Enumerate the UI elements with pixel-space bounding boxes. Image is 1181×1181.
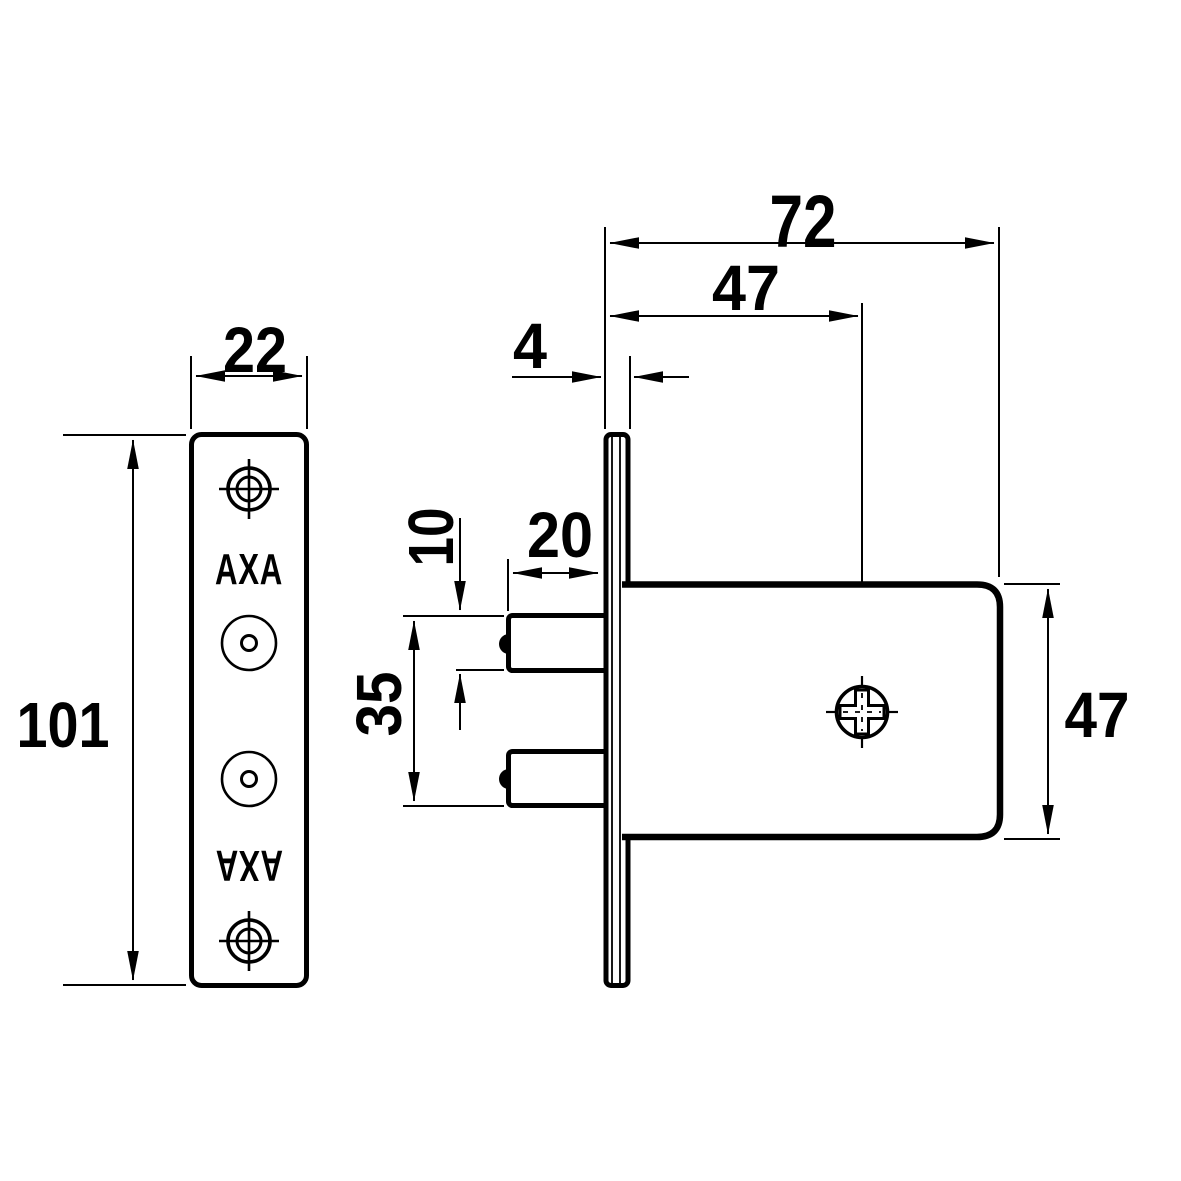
dimension-label-height: 101 (17, 689, 110, 761)
phillips-screw (826, 676, 898, 748)
dimension-label-width: 22 (223, 314, 287, 386)
dimension-width (190, 356, 308, 429)
dimension-label-depth: 72 (770, 180, 837, 263)
phillips-cross-icon (838, 688, 886, 736)
dimension-label-bolt-height: 10 (395, 508, 467, 567)
locking-bolt-lower (506, 749, 617, 808)
faceplate-outline (189, 432, 309, 988)
lock-case-outline (622, 581, 1004, 841)
side-view: 72 47 4 20 10 35 47 (343, 180, 1130, 988)
dimension-label-screw-offset: 47 (712, 252, 780, 324)
countersunk-hole-bottom (219, 911, 279, 971)
brand-logo-top: AXA (215, 545, 283, 594)
dimension-height (63, 434, 186, 986)
countersunk-hole-top (219, 459, 279, 519)
dimension-label-bolt-span: 35 (343, 672, 415, 737)
centerline-ticks (826, 676, 898, 748)
dimension-label-case-height: 47 (1065, 679, 1130, 751)
spindle-hole-upper (220, 614, 278, 672)
spindle-hole-lower (220, 750, 278, 808)
dimension-label-bolt-length: 20 (527, 499, 593, 571)
front-view: 22 101 AXA AXA (17, 314, 309, 988)
brand-logo-bottom: AXA (215, 841, 283, 890)
locking-bolt-upper (506, 613, 617, 673)
dimension-label-plate-thickness: 4 (513, 310, 547, 382)
